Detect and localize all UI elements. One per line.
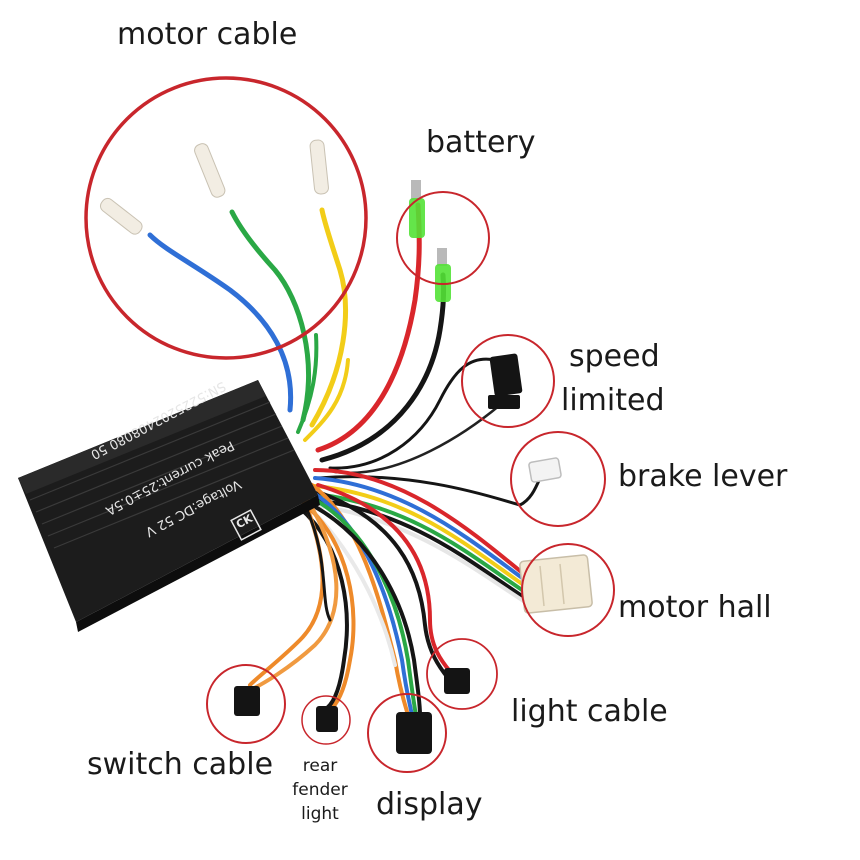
circle-brake-lever [510, 431, 606, 527]
circle-rear-fender [301, 695, 351, 745]
battery-wire-red [315, 202, 422, 453]
display-wire-black [310, 503, 422, 717]
speed-limit-wire-2 [333, 403, 502, 475]
hall-wire-red [313, 468, 527, 577]
label-speed-limited-line1: speed [569, 339, 660, 374]
hall-connector [519, 554, 593, 614]
brake-wire [316, 475, 542, 507]
motor-wire-blue [147, 232, 294, 413]
fender-wire-black [298, 506, 349, 710]
circle-speed-limited [461, 334, 555, 428]
motor-wire-green [229, 209, 311, 423]
fender-connector [316, 706, 338, 732]
label-speed-limited-line2: limited [561, 383, 665, 418]
wires [147, 202, 542, 717]
light-wire-black [316, 490, 450, 680]
motor-wire-yellow-2 [303, 358, 350, 442]
circle-motor-cable [84, 76, 368, 360]
light-wire-red [316, 483, 455, 677]
hall-wire-blue [313, 476, 527, 582]
switch-wire-black [303, 503, 332, 622]
brake-connector [528, 457, 562, 483]
label-switch-cable: switch cable [87, 747, 274, 782]
label-brake-lever: brake lever [618, 459, 788, 494]
circle-switch-cable [206, 664, 286, 744]
switch-connector [234, 686, 260, 716]
label-rear-fender-line2: fender [292, 780, 348, 800]
circle-light-cable [426, 638, 498, 710]
label-rear-fender-line1: rear [302, 756, 338, 776]
hall-wire-green [313, 492, 527, 594]
circle-battery [396, 191, 490, 285]
hall-wire-yellow [313, 484, 527, 588]
label-light-cable: light cable [511, 694, 668, 729]
motor-wire-yellow [309, 207, 348, 428]
circle-motor-hall [521, 543, 615, 637]
hall-wire-white [318, 504, 527, 604]
light-connector [444, 668, 470, 694]
label-speed-limited: speed limited [561, 335, 665, 423]
controller-box [18, 380, 320, 632]
label-battery: battery [426, 125, 536, 160]
speed-limit-connector [488, 353, 523, 409]
label-display: display [376, 787, 483, 822]
fender-wire-orange [298, 498, 356, 710]
display-wire-green [310, 496, 418, 717]
motor-terminals [99, 139, 329, 235]
highlight-circles [84, 76, 615, 773]
switch-wire-orange-2 [244, 494, 339, 694]
label-motor-cable: motor cable [117, 17, 298, 52]
speed-limit-wire [328, 357, 497, 470]
motor-wire-green-2 [296, 333, 319, 434]
circle-display [367, 693, 447, 773]
label-motor-hall: motor hall [618, 590, 772, 625]
battery-wire-black [319, 272, 447, 463]
ck-logo-icon [230, 509, 262, 541]
label-rear-fender-light: rear fender light [290, 754, 350, 826]
label-rear-fender-line3: light [301, 804, 339, 824]
display-connector [396, 712, 432, 754]
